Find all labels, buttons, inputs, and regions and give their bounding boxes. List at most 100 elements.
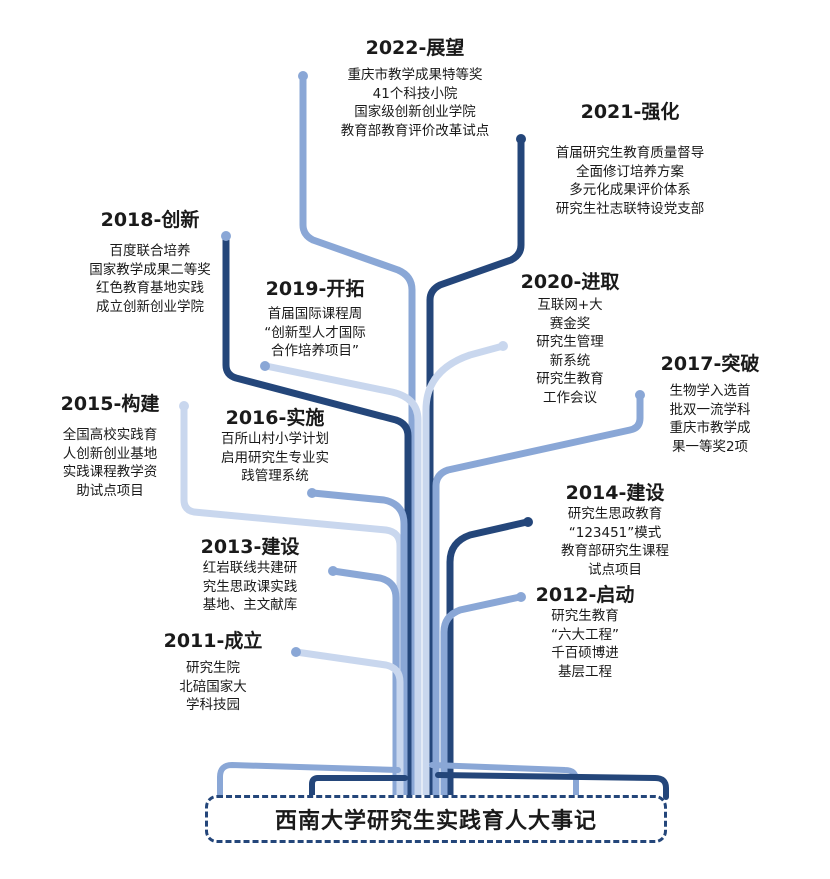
node-dot-2019 [260, 361, 270, 371]
event-lines: 全国高校实践育人创新创业基地实践课程教学资助试点项目 [30, 426, 190, 500]
root-left-1 [217, 762, 401, 800]
event-line: 国家教学成果二等奖 [89, 261, 211, 278]
event-line: 首届研究生教育质量督导 [555, 145, 705, 161]
root-right-2 [435, 772, 669, 800]
event-line: 赛金奖 [549, 315, 591, 332]
event-title: 2016-实施 [225, 407, 325, 429]
event-line: 全国高校实践育 [62, 427, 158, 443]
event-line: 教育部研究生课程 [561, 543, 669, 559]
node-dot-2013 [328, 566, 338, 576]
branch-2016 [309, 489, 408, 804]
branch-2020 [422, 342, 507, 804]
event-title: 2017-突破 [660, 353, 760, 375]
event-line: 重庆市教学成 [669, 420, 751, 436]
event-line: “123451”模式 [568, 524, 662, 541]
event-line: 启用研究生专业实 [221, 449, 329, 466]
event-line: 基层工程 [558, 663, 612, 680]
event-line: 千百硕博进 [551, 645, 619, 661]
event-lines: 百度联合培养国家教学成果二等奖红色教育基地实践成立创新创业学院 [70, 242, 230, 316]
event-line: 研究生管理 [536, 334, 604, 350]
event-line: 研究生思政教育 [567, 506, 663, 522]
event-2013: 2013-建设 红岩联线共建研究生思政课实践基地、主文献库 [175, 535, 325, 615]
event-line: 人创新创业基地 [62, 445, 158, 462]
event-title: 2014-建设 [565, 482, 665, 504]
branch-2019 [262, 362, 422, 804]
node-dot-2020 [498, 341, 508, 351]
event-title: 2018-创新 [100, 209, 200, 231]
event-2015: 2015-构建 全国高校实践育人创新创业基地实践课程教学资助试点项目 [30, 392, 190, 500]
branch-2012 [440, 593, 524, 804]
node-dot-2011 [291, 647, 301, 657]
event-lines: 首届研究生教育质量督导全面修订培养方案多元化成果评价体系研究生社志联特设党支部 [530, 144, 730, 218]
node-dot-2016 [307, 488, 317, 498]
node-dot-2012 [516, 592, 526, 602]
branch-2022 [299, 76, 416, 804]
branch-2017 [432, 392, 644, 804]
event-line: 助试点项目 [76, 482, 144, 499]
event-lines: 研究生教育 “六大工程” 千百硕博进基层工程 [520, 607, 650, 681]
node-dot-2018 [221, 231, 231, 241]
event-line: 国家级创新创业学院 [354, 104, 476, 120]
branch-2021 [426, 136, 525, 804]
event-line: 新系统 [549, 352, 591, 369]
event-2021: 2021-强化 首届研究生教育质量督导全面修订培养方案多元化成果评价体系研究生社… [530, 100, 730, 218]
node-dot-2021 [516, 134, 526, 144]
node-dot-2017 [635, 390, 645, 400]
event-2016: 2016-实施 百所山村小学计划启用研究生专业实践管理系统 [200, 406, 350, 486]
event-line: 果一等奖2项 [671, 438, 749, 455]
event-lines: 互联网+大赛金奖研究生管理新系统研究生教育工作会议 [505, 296, 635, 407]
event-line: 红岩联线共建研 [202, 560, 298, 576]
event-2012: 2012-启动 研究生教育“六大工程”千百硕博进基层工程 [520, 583, 650, 681]
event-line: 北碚国家大 [179, 678, 247, 695]
root-right-1 [429, 762, 579, 800]
event-line: 互联网+大 [537, 297, 603, 313]
event-line: 成立创新创业学院 [96, 298, 204, 315]
event-lines: 生物学入选首批双一流学科重庆市教学成果一等奖2项 [640, 382, 780, 456]
event-title: 2020-进取 [520, 271, 620, 293]
event-2017: 2017-突破 生物学入选首批双一流学科重庆市教学成果一等奖2项 [640, 352, 780, 456]
branch-2011 [292, 648, 404, 804]
event-line: 红色教育基地实践 [96, 280, 204, 296]
branch-2018 [222, 234, 412, 804]
event-line: 生物学入选首 [669, 383, 751, 399]
event-title: 2015-构建 [60, 393, 160, 415]
event-lines: 重庆市教学成果特等奖 41个科技小院国家级创新创业学院教育部教育评价改革试点 [305, 66, 525, 140]
event-lines: 研究生思政教育 “123451”模式教育部研究生课程试点项目 [530, 505, 700, 579]
event-line: 研究生教育 [551, 608, 619, 624]
event-line: 教育部教育评价改革试点 [340, 122, 490, 139]
event-line: 实践课程教学资 [62, 464, 158, 480]
event-line: “六大工程” [551, 626, 619, 643]
event-title: 2021-强化 [580, 101, 680, 123]
branch-2013 [329, 567, 400, 804]
event-2011: 2011-成立 研究生院北碚国家大学科技园 [148, 629, 278, 715]
event-line: 百度联合培养 [109, 243, 191, 259]
node-dot-2015 [179, 401, 189, 411]
event-line: 究生思政课实践 [202, 578, 298, 595]
event-2018: 2018-创新 百度联合培养国家教学成果二等奖红色教育基地实践成立创新创业学院 [70, 208, 230, 316]
node-dot-2022 [298, 71, 308, 81]
event-line: 研究生院 [186, 660, 240, 676]
event-lines: 百所山村小学计划启用研究生专业实践管理系统 [200, 430, 350, 486]
root-left-2 [309, 775, 408, 800]
event-line: 百所山村小学计划 [221, 431, 329, 447]
event-lines: 首届国际课程周 “创新型人才国际合作培养项目” [245, 305, 385, 361]
event-2019: 2019-开拓 首届国际课程周“创新型人才国际合作培养项目” [245, 277, 385, 361]
event-line: 学科技园 [186, 697, 240, 713]
title-banner: 西南大学研究生实践育人大事记 [205, 795, 667, 843]
event-line: 践管理系统 [241, 468, 309, 484]
event-line: 重庆市教学成果特等奖 [347, 67, 483, 83]
event-line: 试点项目 [588, 561, 642, 578]
branch-2015 [180, 403, 404, 804]
event-lines: 研究生院北碚国家大学科技园 [148, 659, 278, 715]
event-line: 首届国际课程周 [267, 306, 363, 322]
event-title: 2013-建设 [200, 536, 300, 558]
event-line: 合作培养项目” [271, 343, 359, 359]
event-2020: 2020-进取 互联网+大赛金奖研究生管理新系统研究生教育工作会议 [505, 270, 635, 407]
event-line: 基地、主文献库 [202, 597, 298, 613]
event-line: 41个科技小院 [372, 85, 458, 102]
event-line: “创新型人才国际 [264, 324, 366, 341]
node-dot-2014 [523, 517, 533, 527]
branch-2014 [446, 518, 531, 804]
